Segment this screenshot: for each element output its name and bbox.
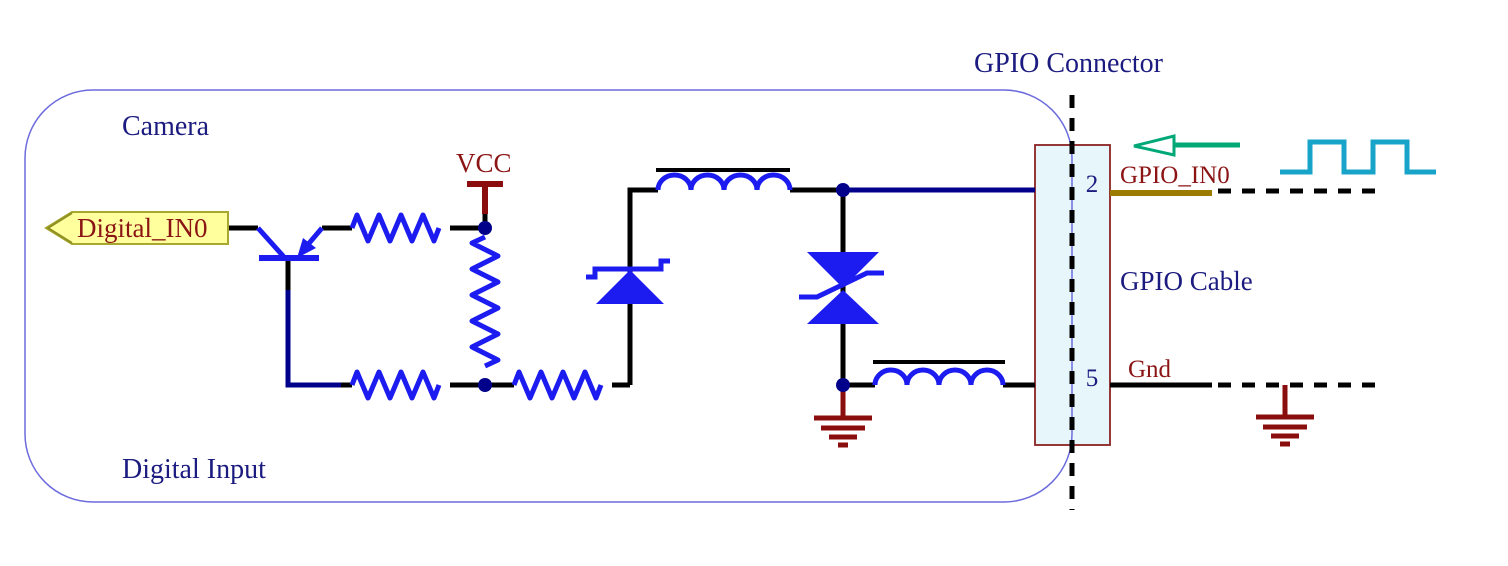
port-flag xyxy=(44,211,229,245)
transistor-collector xyxy=(256,226,286,259)
ground-icon-right xyxy=(1256,385,1314,444)
tvs-center-bar xyxy=(799,270,884,300)
vcc-power-symbol xyxy=(467,181,503,226)
resistor-icon-r3 xyxy=(352,372,439,398)
vcc-label: VCC xyxy=(456,148,512,178)
resistor-icon-r1 xyxy=(352,215,439,241)
bead-coil-top xyxy=(655,172,793,191)
zener-diode-icon xyxy=(586,258,670,304)
camera-block-outline xyxy=(24,89,1073,503)
pin-5-number: 5 xyxy=(1085,365,1099,392)
resistor-icon-r4 xyxy=(514,372,601,398)
bead-coil-bottom xyxy=(872,367,1006,386)
camera-block-subtitle: Digital Input xyxy=(122,454,266,485)
gpio-connector-title: GPIO Connector xyxy=(974,48,1163,79)
pullup-resistor-icon-r2 xyxy=(472,237,498,366)
pin-2-signal-label: GPIO_IN0 xyxy=(1120,162,1230,189)
ground-icon-left xyxy=(814,386,872,445)
pnp-transistor-icon xyxy=(256,226,324,261)
junction-dot xyxy=(836,378,850,392)
pin-2-number: 2 xyxy=(1085,171,1099,198)
tvs-upper-triangle xyxy=(807,252,879,288)
junction-dot xyxy=(478,221,492,235)
tvs-diode-icon xyxy=(799,252,884,324)
camera-block-title: Camera xyxy=(122,111,210,142)
junction-dot xyxy=(836,183,850,197)
transistor-arrow xyxy=(297,238,316,258)
port-label: Digital_IN0 xyxy=(77,213,208,243)
zener-triangle xyxy=(596,270,664,304)
pin-5-signal-label: Gnd xyxy=(1128,356,1172,383)
square-wave-icon xyxy=(1280,139,1436,175)
zener-cathode-bar xyxy=(586,258,670,280)
junction-dot xyxy=(478,378,492,392)
gpio-cable-label: GPIO Cable xyxy=(1120,266,1253,296)
signal-direction-arrow-icon xyxy=(1133,134,1240,157)
junction-dots xyxy=(478,183,850,392)
resistors xyxy=(352,215,601,398)
ferrite-bead-inductor-icon-bottom xyxy=(872,360,1006,386)
arrow-head xyxy=(1133,134,1176,157)
wire-zener-branch xyxy=(627,187,658,385)
wire-stem-navy xyxy=(285,290,341,388)
port-flag-chevron xyxy=(46,212,73,244)
tvs-lower-triangle xyxy=(807,290,879,324)
ferrite-bead-inductor-icon-top xyxy=(655,168,793,191)
